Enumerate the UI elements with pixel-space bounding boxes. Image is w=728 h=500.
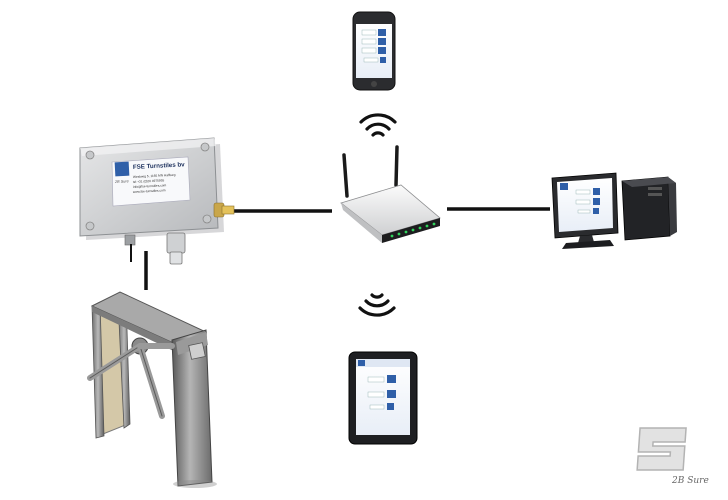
controller-box: FSE Turnstiles bv 2B Sure Westweg 5, 116…	[79, 137, 235, 265]
router-antenna-right	[394, 145, 399, 187]
desktop-computer	[551, 172, 677, 249]
turnstile-cabinet	[171, 329, 213, 487]
router-status-leds	[390, 222, 436, 238]
controller-address-2: tel +31 (0)20 4975955	[133, 178, 165, 184]
pc-tower	[621, 176, 671, 241]
bottom-cable-gland	[166, 232, 186, 254]
tripod-turnstile	[87, 291, 217, 488]
wifi-icon	[358, 293, 396, 317]
controller-address-3: info@fse-turnstiles.com	[133, 183, 167, 189]
tablet	[348, 351, 418, 445]
controller-tagline: 2B Sure	[114, 179, 129, 184]
controller-address-4: www.fse-turnstiles.com	[133, 188, 166, 194]
router-antenna-left	[342, 153, 349, 198]
smartphone	[352, 11, 396, 91]
controller-title: FSE Turnstiles bv	[133, 161, 186, 171]
fse-logo-icon	[114, 161, 130, 177]
fse-logo-icon	[636, 427, 687, 471]
controller-address-1: Westweg 5, 1165 MN Halfweg	[133, 173, 176, 179]
wifi-router	[340, 145, 441, 243]
turnstile-reader	[188, 342, 206, 360]
wifi-icon	[359, 113, 397, 137]
watermark-caption: 2B Sure	[672, 476, 709, 486]
